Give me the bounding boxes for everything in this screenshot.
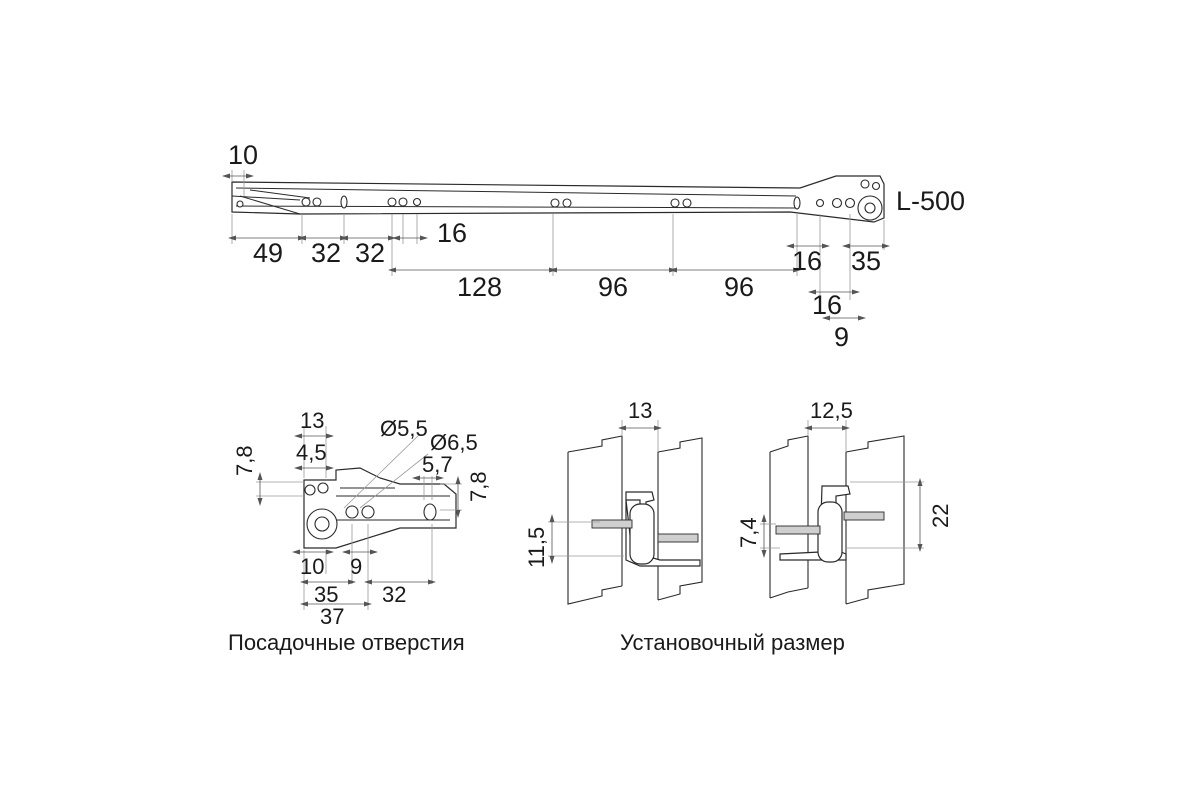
mount-dim-35: 35 [314, 582, 338, 607]
mounting-holes-detail: 13 4,5 7,8 Ø5,5 Ø6,5 5,7 7,8 10 9 35 32 … [228, 408, 491, 655]
mount-dim-32: 32 [382, 582, 406, 607]
dim-96-b: 96 [724, 272, 754, 302]
install-caption: Установочный размер [620, 630, 845, 655]
install-right-dim-12-5: 12,5 [810, 398, 853, 423]
dim-16-b: 16 [792, 246, 822, 276]
mount-dim-9: 9 [350, 554, 362, 579]
mount-dim-7-8-b: 7,8 [466, 471, 491, 502]
install-left-dim-13: 13 [628, 398, 652, 423]
mount-dim-13: 13 [300, 408, 324, 433]
dim-32-a: 32 [311, 238, 341, 268]
install-left: 13 11,5 [524, 398, 703, 605]
dim-49: 49 [253, 238, 283, 268]
mount-dim-dia-5-5: Ø5,5 [380, 416, 428, 441]
dim-96-a: 96 [598, 272, 628, 302]
dim-9: 9 [834, 322, 849, 352]
mount-dim-10: 10 [300, 554, 324, 579]
length-label: L-500 [896, 186, 965, 216]
install-right-dim-22: 22 [928, 504, 953, 528]
dim-128: 128 [457, 272, 502, 302]
dim-16-c: 16 [812, 290, 842, 320]
mounting-caption: Посадочные отверстия [228, 630, 465, 655]
mount-dim-4-5: 4,5 [296, 440, 327, 465]
dim-35: 35 [851, 246, 881, 276]
install-left-dim-11-5: 11,5 [524, 527, 549, 568]
mount-dim-7-8-a: 7,8 [232, 445, 257, 476]
mount-dim-37: 37 [320, 604, 344, 629]
dim-16-a: 16 [437, 218, 467, 248]
install-right-dim-7-4: 7,4 [736, 517, 761, 548]
slide-rail: 10 49 32 32 16 128 96 96 16 35 16 9 L-50… [222, 140, 965, 352]
install-right: 12,5 7,4 22 Установочный размер [620, 398, 953, 655]
mount-dim-5-7: 5,7 [422, 452, 453, 477]
dim-32-b: 32 [355, 238, 385, 268]
dim-10: 10 [228, 140, 258, 170]
mount-dim-dia-6-5: Ø6,5 [430, 430, 478, 455]
